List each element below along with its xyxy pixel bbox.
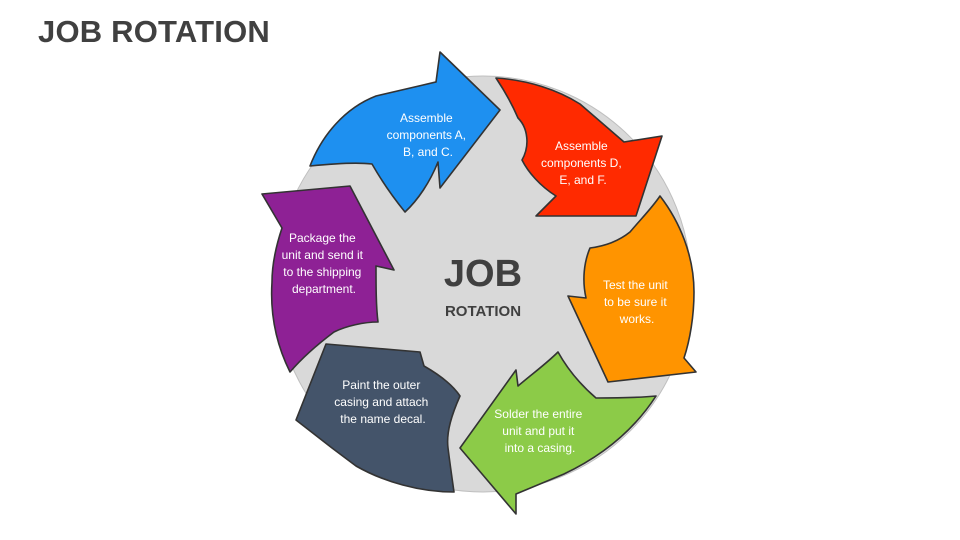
arrow-shape-green	[459, 351, 657, 515]
step-text-line: the name decal.	[340, 412, 425, 426]
svg-text:Solder the entire unit a: Solder the entire unit and put it into a…	[494, 407, 585, 455]
page-title: JOB ROTATION	[38, 14, 271, 49]
step-text-line: to be sure it	[604, 295, 667, 309]
segment-paint-casing: Paint the outer casing and attach the na…	[295, 343, 461, 493]
step-text-line: components A,	[387, 128, 466, 142]
step-text-line: department.	[292, 282, 356, 296]
svg-text:Assemble components A,: Assemble components A, B, and C.	[387, 111, 470, 159]
svg-text:Package the unit and sen: Package the unit and send it to the ship…	[282, 231, 367, 296]
center-subtitle: ROTATION	[445, 303, 521, 320]
step-text-line: Test the unit	[603, 278, 668, 292]
segment-assemble-abc: Assemble components A, B, and C.	[309, 51, 501, 213]
step-text-line: Package the	[289, 231, 356, 245]
step-text-line: casing and attach	[334, 395, 428, 409]
segment-solder-unit: Solder the entire unit and put it into a…	[459, 351, 657, 515]
step-text-line: Paint the outer	[342, 378, 420, 392]
segment-assemble-def: Assemble components D, E, and F.	[495, 77, 663, 217]
arrow-shape-purple	[261, 185, 395, 373]
svg-text:Test the unit to be sure: Test the unit to be sure it works.	[603, 278, 671, 326]
step-text-line: works.	[619, 312, 655, 326]
step-text-line: Solder the entire	[494, 407, 582, 421]
step-text-line: components D,	[541, 156, 622, 170]
step-text-line: to the shipping	[283, 265, 361, 279]
svg-text:Assemble components D,: Assemble components D, E, and F.	[541, 139, 625, 187]
segment-test-unit: Test the unit to be sure it works.	[567, 195, 697, 383]
arrow-shape-slate	[295, 343, 461, 493]
center-title: JOB	[444, 253, 522, 295]
step-text-line: unit and send it	[282, 248, 364, 262]
step-text-line: unit and put it	[502, 424, 575, 438]
segment-package-ship: Package the unit and send it to the ship…	[261, 185, 395, 373]
arrow-shape-orange	[567, 195, 697, 383]
arrow-shape-blue	[309, 51, 501, 213]
step-text-line: into a casing.	[505, 441, 576, 455]
step-text-line: E, and F.	[559, 173, 606, 187]
svg-text:Paint the outer casing a: Paint the outer casing and attach the na…	[334, 378, 431, 426]
step-text-line: B, and C.	[403, 145, 453, 159]
arrow-shape-red	[495, 77, 663, 217]
step-text-line: Assemble	[555, 139, 608, 153]
step-text-line: Assemble	[400, 111, 453, 125]
